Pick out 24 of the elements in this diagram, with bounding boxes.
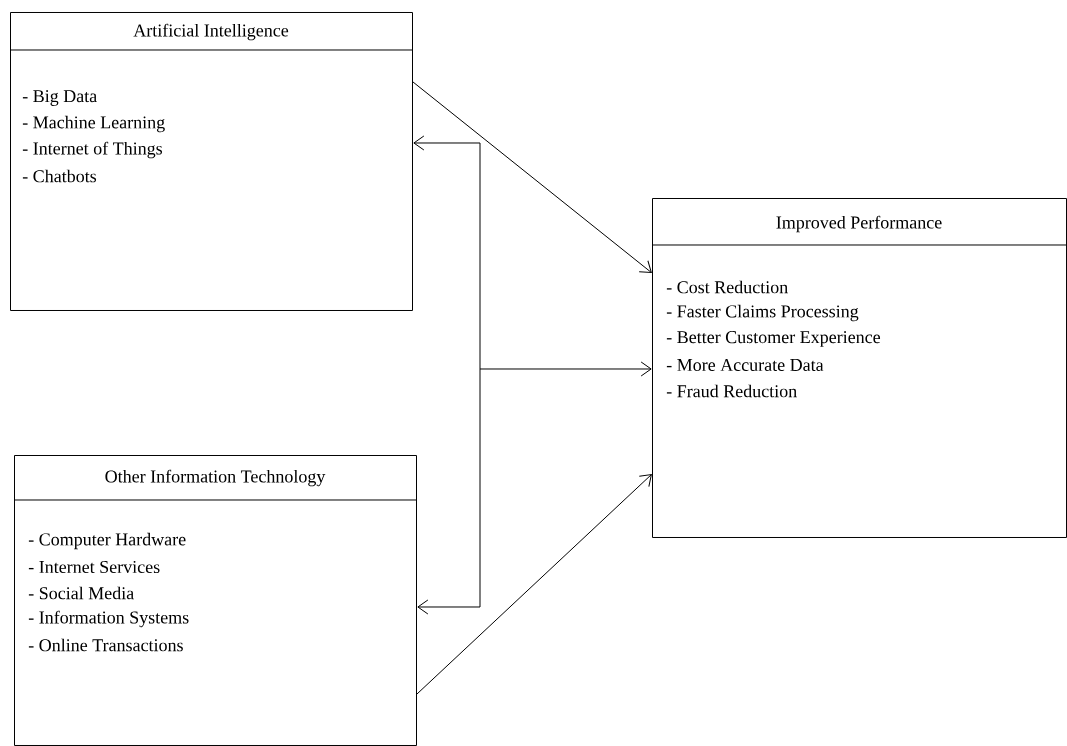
box-heading: Improved Performance [776, 215, 942, 233]
list-item: - More Accurate Data [666, 358, 824, 371]
list-item: - Cost Reduction [666, 280, 788, 294]
box-heading: Artificial Intelligence [133, 23, 289, 41]
list-item: - Information Systems [28, 610, 189, 628]
concept-box [13, 455, 417, 746]
list-item: - Fraud Reduction [666, 384, 797, 398]
list-item: - Internet Services [28, 560, 160, 574]
concept-box [651, 198, 1067, 538]
list-item: - Online Transactions [28, 638, 183, 652]
arrow [416, 474, 652, 695]
list-item: - Faster Claims Processing [666, 304, 859, 322]
concept-box [9, 12, 413, 311]
list-item: - Better Customer Experience [666, 331, 881, 347]
list-item: - Big Data [22, 90, 97, 106]
list-item: - Machine Learning [22, 115, 165, 133]
box-heading: Other Information Technology [105, 469, 326, 487]
arrow [412, 81, 652, 273]
list-item: - Chatbots [22, 169, 97, 183]
list-item: - Social Media [28, 586, 134, 600]
list-item: - Internet of Things [22, 141, 163, 159]
list-item: - Computer Hardware [28, 532, 186, 550]
arrow [413, 135, 481, 615]
arrow [479, 361, 652, 377]
